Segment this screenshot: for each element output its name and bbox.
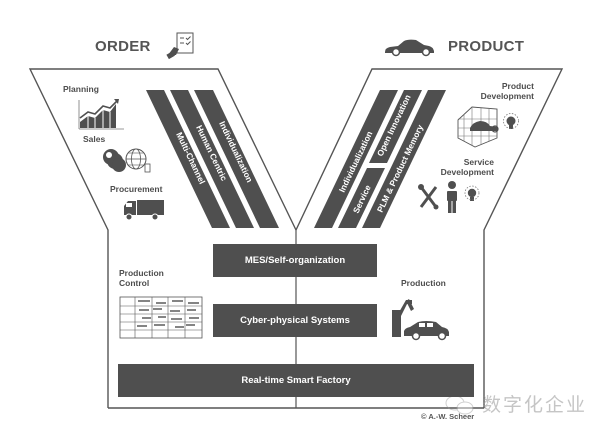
right-stripe-open-innovation	[369, 90, 422, 163]
copyright-text: © A.-W. Scheer	[421, 412, 475, 421]
cps-layer-box: Cyber-physical Systems	[213, 304, 377, 337]
watermark-text: 数字化企业	[482, 394, 588, 416]
service-development-label: Service Development	[436, 157, 494, 177]
left-stripe-individualization	[194, 90, 279, 228]
service-development-line1: Service	[463, 157, 494, 167]
sales-label: Sales	[83, 134, 106, 144]
production-control-line2: Control	[119, 278, 150, 288]
lightbulb-icon	[503, 113, 519, 129]
product-development-label: Product Development	[476, 81, 534, 101]
wechat-watermark-icon	[445, 395, 474, 415]
procurement-label: Procurement	[110, 184, 163, 194]
right-stripe-service	[338, 168, 385, 228]
production-control-label: Production Control	[119, 268, 164, 288]
car-icon	[385, 39, 434, 57]
www-globe-icon	[125, 148, 151, 173]
checklist-icon	[166, 32, 194, 60]
right-stripe-individualization	[314, 90, 398, 228]
left-stripe-human-centric	[170, 90, 254, 228]
order-title: ORDER	[95, 38, 151, 55]
production-label: Production	[401, 278, 446, 288]
left-stripe-multi-channel	[146, 90, 230, 228]
outline-right-funnel	[295, 68, 564, 408]
gantt-table-icon	[119, 296, 203, 339]
product-development-line2: Development	[480, 91, 534, 101]
service-development-line2: Development	[440, 167, 494, 177]
truck-icon	[124, 200, 164, 221]
product-development-line1: Product	[501, 81, 534, 91]
3d-design-icon	[457, 106, 499, 148]
robot-car-icon	[392, 299, 449, 341]
lightbulb-icon-service	[464, 185, 480, 201]
smart-factory-layer-box: Real-time Smart Factory	[118, 364, 474, 397]
mes-layer-box: MES/Self-organization	[213, 244, 377, 277]
wrench-screwdriver-icon	[418, 184, 439, 210]
outline-left-funnel	[28, 68, 297, 408]
sales-heads-icon	[103, 149, 126, 172]
right-stripe-plm	[362, 90, 446, 228]
product-title: PRODUCT	[448, 38, 525, 55]
production-control-line1: Production	[119, 268, 164, 278]
worker-icon	[447, 181, 457, 213]
planning-label: Planning	[63, 84, 99, 94]
growth-chart-icon	[78, 99, 124, 130]
